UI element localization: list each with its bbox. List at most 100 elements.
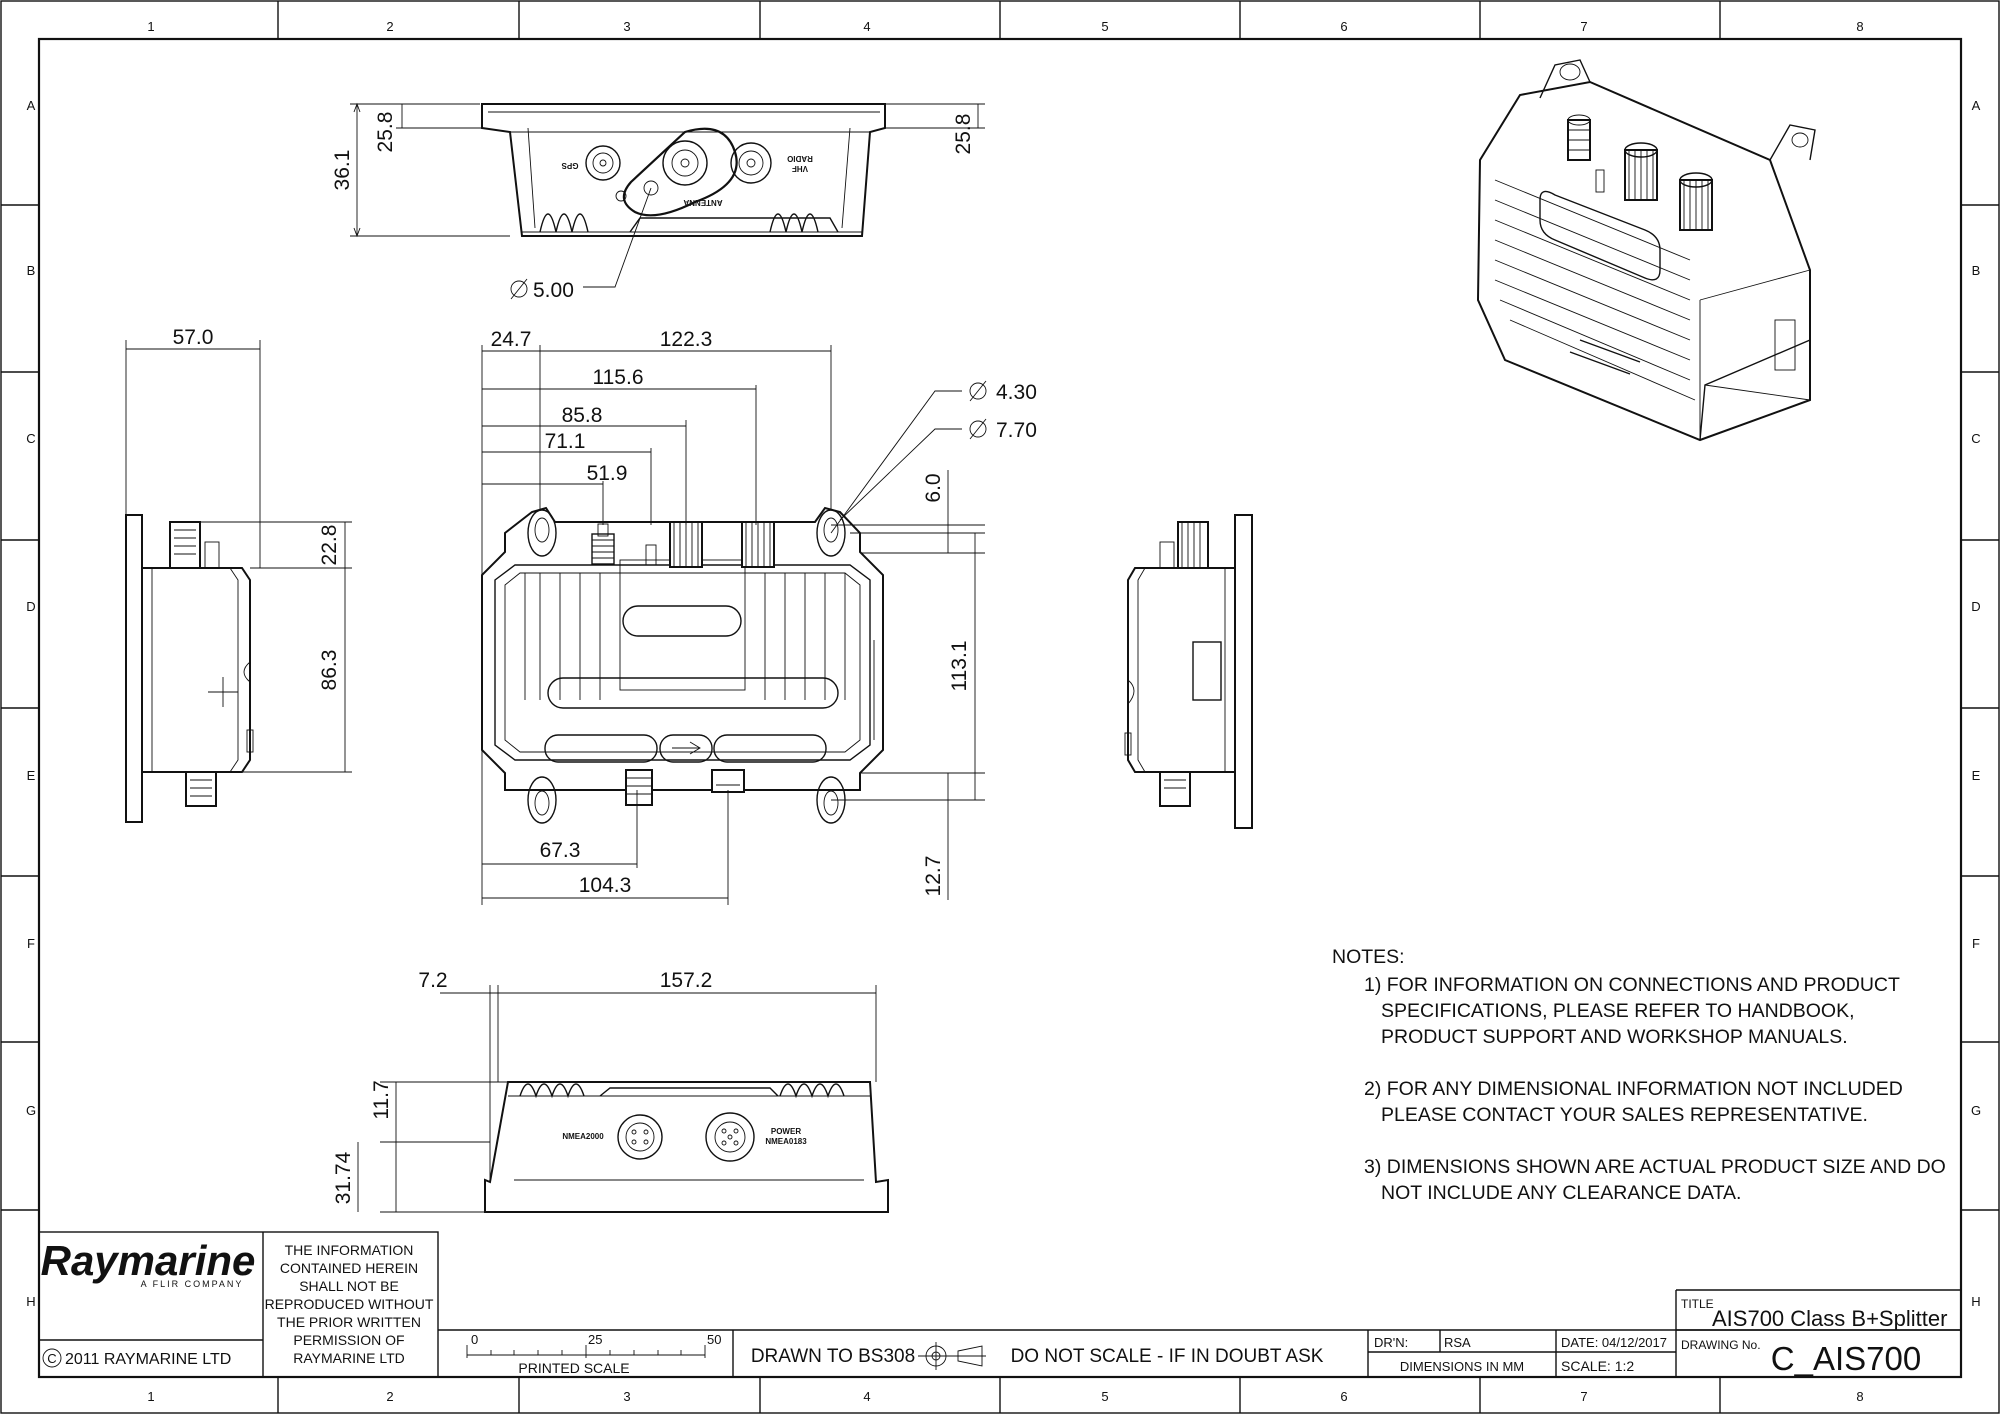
dim-top-24-7: 24.7 [491, 328, 532, 351]
dimensions-in-mm-label: DIMENSIONS IN MM [1400, 1359, 1524, 1374]
dim-top-71-1: 71.1 [545, 430, 586, 453]
drawing-title: AIS700 Class B+Splitter [1712, 1306, 1947, 1331]
note-3: 3) DIMENSIONS SHOWN ARE ACTUAL PRODUCT S… [1364, 1156, 1946, 1204]
printed-scale-label: PRINTED SCALE [518, 1360, 629, 1376]
zone-row-right-a: A [1972, 98, 1981, 113]
rear-nmea2000-connector-icon [617, 1114, 663, 1160]
zone-col-bottom-1: 1 [147, 1389, 154, 1404]
dim-hole-5-00: 5.00 [533, 279, 574, 302]
drawing-number: C_AIS700 [1771, 1340, 1921, 1377]
zone-col-top-1: 1 [147, 19, 154, 34]
copyright-icon [42, 1348, 62, 1368]
notes-heading: NOTES: [1332, 946, 1405, 968]
info-line-7: RAYMARINE LTD [293, 1350, 405, 1366]
do-not-scale-label: DO NOT SCALE - IF IN DOUBT ASK [1011, 1346, 1324, 1367]
top-nmea2000-connector-icon [625, 769, 653, 806]
drawn-to-label: DRAWN TO BS308 [751, 1346, 915, 1367]
zone-column-dividers [277, 1, 1721, 1413]
zone-col-bottom-3: 3 [623, 1389, 630, 1404]
side-top-connector-icon [169, 521, 220, 569]
zone-col-bottom-4: 4 [863, 1389, 870, 1404]
diameter-symbol-icon [510, 280, 528, 298]
dim-side-22-8: 22.8 [318, 525, 341, 566]
zone-col-bottom-6: 6 [1340, 1389, 1347, 1404]
ground-screw-icon [615, 190, 627, 202]
confidentiality-notice: THE INFORMATION CONTAINED HEREIN SHALL N… [265, 1242, 434, 1366]
dim-top-12-7: 12.7 [922, 856, 945, 897]
dim-top-104-3: 104.3 [579, 874, 632, 897]
dim-top-115-6: 115.6 [593, 366, 644, 389]
left-side-view: 57.0 22.8 86.3 [125, 326, 352, 823]
zone-col-top-5: 5 [1101, 19, 1108, 34]
zone-col-bottom-7: 7 [1580, 1389, 1587, 1404]
zone-row-right-e: E [1972, 768, 1981, 783]
dim-side-57-0: 57.0 [173, 326, 214, 349]
zone-col-top-4: 4 [863, 19, 870, 34]
info-line-5: THE PRIOR WRITTEN [277, 1314, 421, 1330]
power-label: POWER [771, 1127, 801, 1136]
dim-front-25-8-right: 25.8 [952, 114, 975, 155]
info-line-4: REPRODUCED WITHOUT [265, 1296, 434, 1312]
copyright-text: 2011 RAYMARINE LTD [65, 1351, 231, 1368]
top-vhf-connector-icon [741, 521, 775, 568]
antenna-bracket [622, 127, 738, 217]
zone-row-right-d: D [1971, 599, 1980, 614]
top-light-pipe-icon [645, 544, 657, 566]
rear-power-connector-icon [705, 1112, 755, 1162]
dim-rear-157-2: 157.2 [660, 969, 713, 992]
dim-rear-11-7: 11.7 [370, 1080, 393, 1119]
dim-top-67-3: 67.3 [540, 839, 581, 862]
iso-gps-connector-icon [1567, 114, 1591, 161]
dim-hole-4-30: 4.30 [996, 381, 1037, 404]
info-line-1: THE INFORMATION [285, 1242, 414, 1258]
zone-row-right-c: C [1971, 431, 1980, 446]
top-power-connector-icon [711, 769, 745, 793]
zone-row-left-f: F [27, 936, 35, 951]
diameter-symbol-4-30-icon [969, 382, 987, 400]
zone-row-right-h: H [1971, 1294, 1980, 1309]
antenna-label: ANTENNA [683, 198, 722, 207]
isometric-view [1476, 59, 1816, 442]
zone-row-left-a: A [27, 98, 36, 113]
dim-top-113-1: 113.1 [948, 641, 971, 692]
iso-label-recess [1539, 190, 1661, 281]
iso-antenna-connector-icon [1624, 142, 1658, 201]
zone-col-bottom-2: 2 [386, 1389, 393, 1404]
printed-scale-ruler [466, 1345, 706, 1358]
zone-row-left-g: G [26, 1103, 36, 1118]
nmea2000-label: NMEA2000 [562, 1132, 604, 1141]
side-label-panel [1192, 641, 1222, 701]
copyright-symbol: C [47, 1351, 56, 1366]
zone-row-left-e: E [27, 768, 36, 783]
mount-ear-bl-icon [527, 776, 557, 824]
usb-port-icon [659, 734, 713, 763]
dim-top-6-0: 6.0 [922, 473, 945, 502]
nmea0183-label: NMEA0183 [765, 1137, 807, 1146]
drn-label: DR'N: [1374, 1335, 1408, 1350]
right-side-view [1124, 514, 1253, 829]
zone-labels: 1 2 3 4 5 6 7 8 1 2 3 4 5 6 7 8 A B C D … [26, 19, 1981, 1404]
top-view: 24.7 122.3 115.6 85.8 71.1 51.9 4.30 7.7… [481, 328, 1037, 905]
zone-row-left-d: D [26, 599, 35, 614]
dim-front-25-8-left: 25.8 [374, 112, 397, 153]
gps-label: GPS [561, 161, 579, 170]
zone-row-left-b: B [27, 263, 36, 278]
info-line-3: SHALL NOT BE [299, 1278, 399, 1294]
notes-block: NOTES: 1) FOR INFORMATION ON CONNECTIONS… [1332, 944, 1952, 1206]
diameter-symbol-7-70-icon [969, 420, 987, 438]
zone-row-left-c: C [26, 431, 35, 446]
vhf-label: VHF [792, 164, 808, 173]
mount-hole-icon [643, 180, 659, 196]
zone-row-right-f: F [1972, 936, 1980, 951]
scale-tick-25: 25 [588, 1332, 602, 1347]
drawing-no-label: DRAWING No. [1681, 1338, 1761, 1352]
label-recess-mid [547, 677, 839, 709]
dim-top-51-9: 51.9 [587, 462, 628, 485]
antenna-connector-icon [662, 140, 708, 186]
zone-col-top-2: 2 [386, 19, 393, 34]
dim-hole-7-70: 7.70 [996, 419, 1037, 442]
zone-row-right-b: B [1972, 263, 1981, 278]
zone-row-dividers [1, 204, 1999, 1211]
third-angle-projection-icon [918, 1342, 986, 1370]
